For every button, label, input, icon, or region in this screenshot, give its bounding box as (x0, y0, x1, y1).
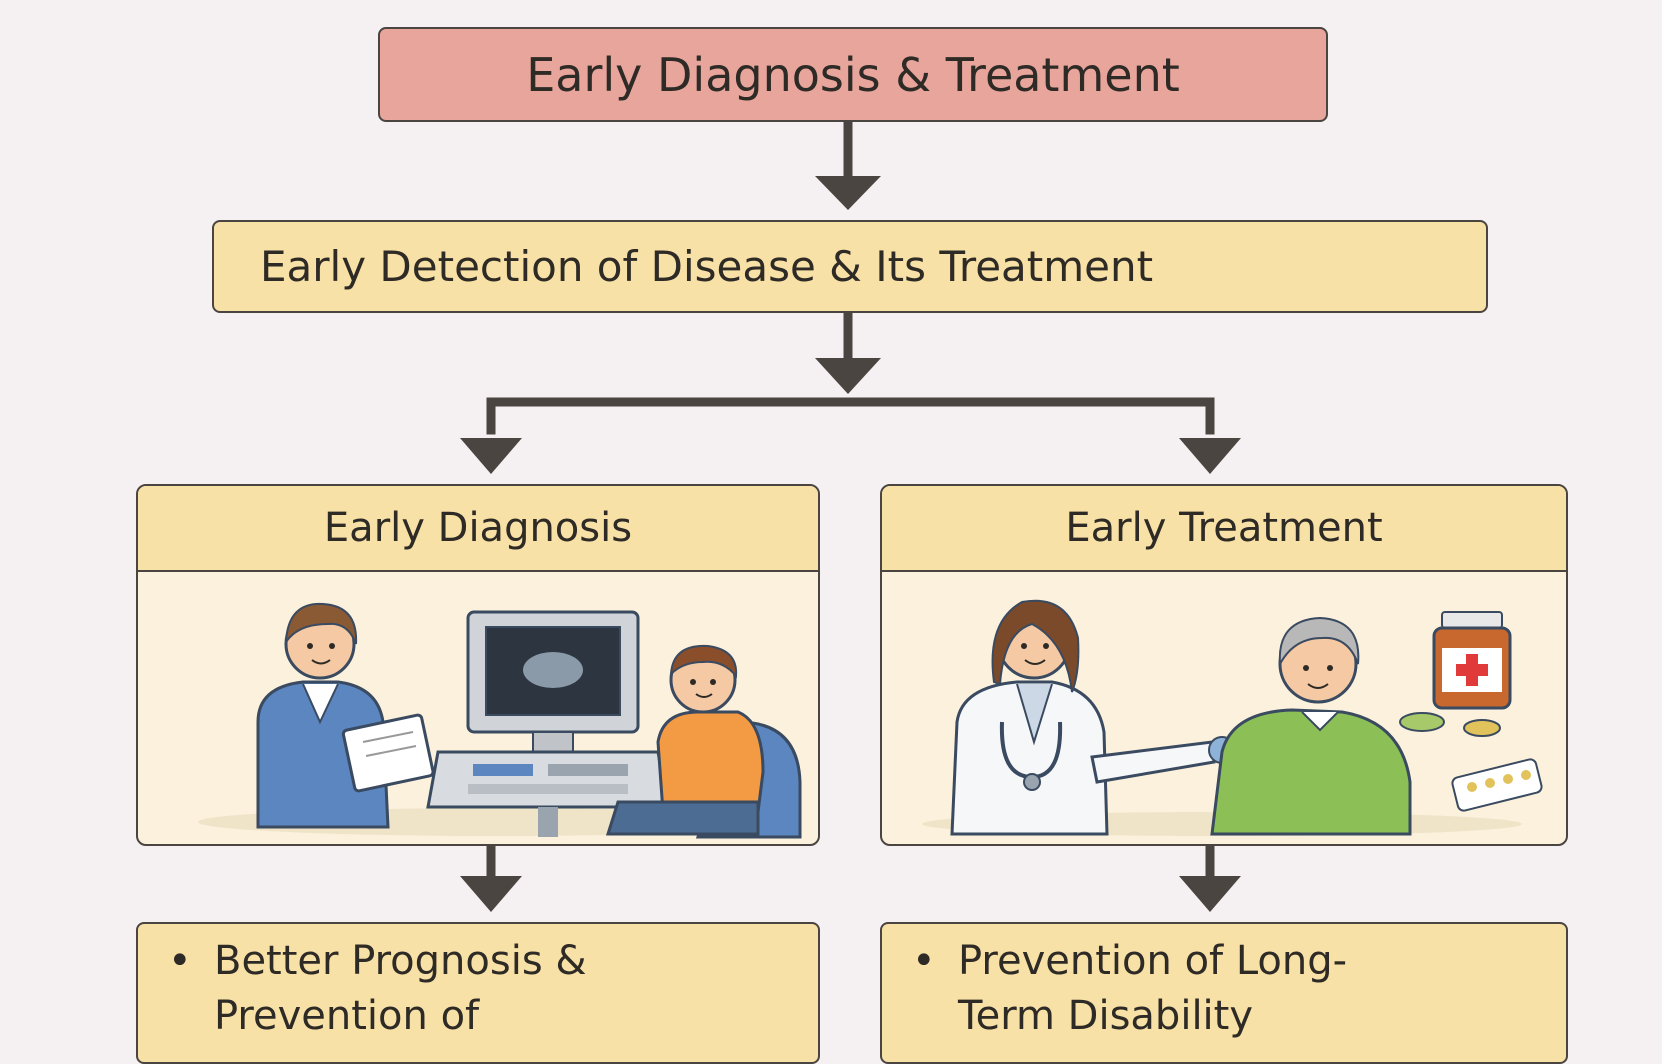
medicine-bottle-icon (1399, 611, 1512, 737)
arrowhead-left-bottom (460, 876, 522, 912)
branch-connector (486, 397, 1215, 435)
seated-boy-icon (605, 644, 802, 839)
early-treatment-header: Early Treatment (882, 486, 1566, 572)
early-diagnosis-title: Early Diagnosis (323, 505, 633, 551)
early-diagnosis-panel: Early Diagnosis (136, 484, 820, 846)
early-diagnosis-header: Early Diagnosis (138, 486, 818, 572)
ultrasound-machine-icon (426, 610, 670, 837)
elderly-patient-icon (1210, 616, 1412, 836)
middle-box-title: Early Detection of Disease & Its Treatme… (260, 242, 1154, 291)
right-outcome-line2: Term Disability (958, 993, 1254, 1039)
left-outcome-box: • Better Prognosis & Prevention of (136, 922, 820, 1064)
right-outcome-line1: Prevention of Long- (958, 938, 1348, 984)
left-outcome-line1: Better Prognosis & (214, 938, 587, 984)
right-outcome-box: • Prevention of Long- Term Disability (880, 922, 1568, 1064)
bullet: • (168, 938, 192, 984)
pills-icon (1451, 758, 1543, 812)
bullet: • (912, 938, 936, 984)
arrowhead-left-branch (460, 438, 522, 474)
nurse-icon (256, 602, 435, 829)
early-treatment-title: Early Treatment (1065, 505, 1383, 551)
arrowhead-middle (815, 358, 881, 394)
arrowhead-right-branch (1179, 438, 1241, 474)
early-treatment-panel: Early Treatment (880, 484, 1568, 846)
arrowhead-right-bottom (1179, 876, 1241, 912)
arrowhead-top (815, 176, 881, 210)
left-outcome-line2: Prevention of (214, 993, 480, 1039)
diagnosis-illustration (138, 572, 818, 844)
middle-box: Early Detection of Disease & Its Treatme… (212, 220, 1488, 313)
doctor-icon (950, 599, 1236, 836)
top-box-title: Early Diagnosis & Treatment (526, 47, 1180, 102)
top-box: Early Diagnosis & Treatment (378, 27, 1328, 122)
treatment-illustration (882, 572, 1566, 844)
